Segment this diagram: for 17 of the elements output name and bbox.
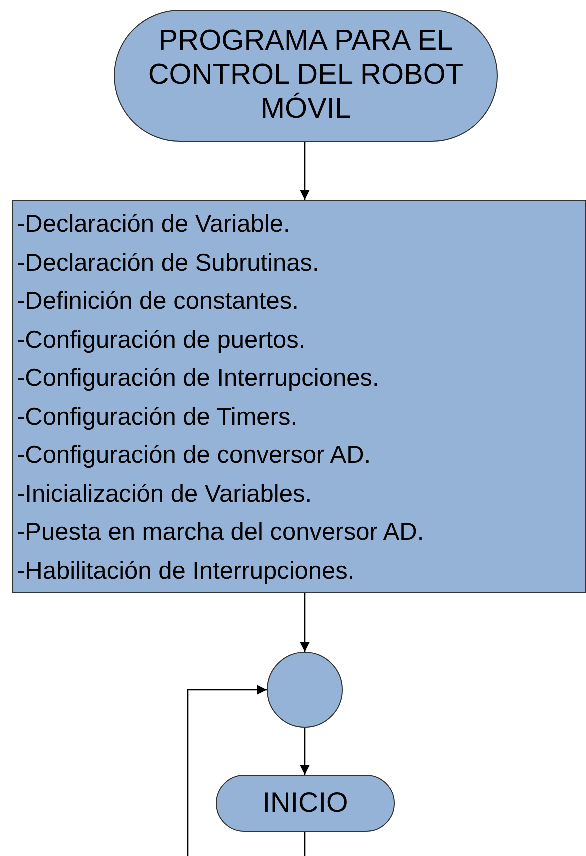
arrow xyxy=(300,142,310,200)
arrow xyxy=(300,593,310,652)
step-text: -Configuración de puertos. xyxy=(17,326,306,356)
step-text: -Definición de constantes. xyxy=(17,287,299,317)
terminator-label: INICIO xyxy=(262,787,348,820)
step-text: -Declaración de Subrutinas. xyxy=(17,248,320,278)
step-text: -Configuración de Timers. xyxy=(17,402,298,432)
process-box xyxy=(12,200,586,593)
arrow xyxy=(300,728,310,775)
arrow xyxy=(187,685,267,856)
terminator-label: PROGRAMA PARA EL CONTROL DEL ROBOT MÓVIL xyxy=(147,25,465,127)
step-text: -Configuración de Interrupciones. xyxy=(17,364,380,394)
step-text: -Configuración de conversor AD. xyxy=(17,441,372,471)
step-text: -Habilitación de Interrupciones. xyxy=(17,556,355,586)
step-text: -Inicialización de Variables. xyxy=(17,480,312,510)
step-text: -Puesta en marcha del conversor AD. xyxy=(17,518,424,548)
step-text: -Declaración de Variable. xyxy=(17,210,290,240)
